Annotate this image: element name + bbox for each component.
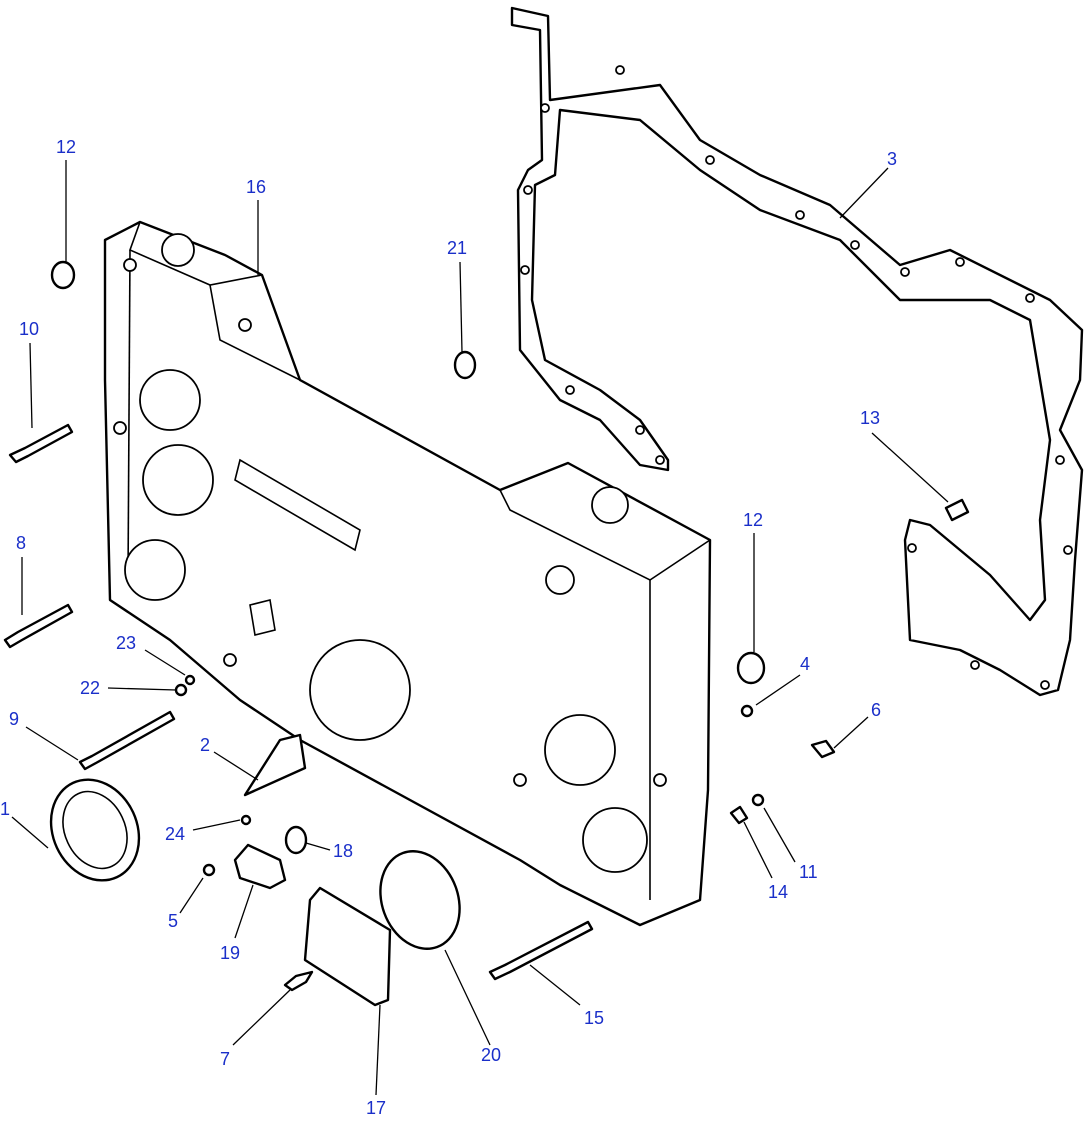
callout-12-left: 12 [56, 137, 76, 157]
callout-15: 15 [584, 1008, 604, 1028]
plug-part-18 [284, 825, 308, 855]
plug-part-21 [453, 350, 477, 380]
callout-7: 7 [220, 1049, 230, 1069]
bracket-part-2 [243, 733, 307, 797]
oil-seal-part-1 [49, 778, 141, 882]
callout-5: 5 [168, 911, 178, 931]
callout-4: 4 [800, 654, 810, 674]
callout-6: 6 [871, 700, 881, 720]
callout-24: 24 [165, 824, 185, 844]
bolt-part-14 [729, 805, 749, 825]
callout-16: 16 [246, 177, 266, 197]
callout-9: 9 [9, 709, 19, 729]
bolt-part-15 [488, 920, 594, 981]
dowel-part-13 [944, 498, 970, 522]
callout-17: 17 [366, 1098, 386, 1118]
bolt-part-10 [8, 423, 74, 464]
callout-19: 19 [220, 943, 240, 963]
callout-12-right: 12 [743, 510, 763, 530]
bolt-part-9 [78, 710, 176, 771]
callout-22: 22 [80, 678, 100, 698]
bolt-part-22 [174, 683, 188, 697]
access-cover-part-17 [303, 886, 392, 1007]
plug-part-12-left [50, 260, 76, 290]
bolt-part-8 [3, 603, 74, 649]
callout-21: 21 [447, 238, 467, 258]
cover-plate-part-19 [233, 843, 287, 890]
gasket-disc-part-20 [379, 850, 461, 950]
callout-2: 2 [200, 735, 210, 755]
callout-labels: 12 16 21 3 10 13 8 12 23 22 4 6 9 2 1 24… [0, 137, 897, 1118]
callout-23: 23 [116, 633, 136, 653]
callout-10: 10 [19, 319, 39, 339]
bolt-part-7 [283, 970, 314, 992]
plug-part-12-right [736, 651, 766, 685]
callout-8: 8 [16, 533, 26, 553]
washer-part-23 [184, 674, 196, 686]
callout-1: 1 [0, 799, 10, 819]
leader-lines [11, 160, 949, 1096]
callout-11: 11 [799, 862, 818, 882]
o-ring-part-4 [740, 704, 754, 718]
callout-20: 20 [481, 1045, 501, 1065]
front-cover-part-16 [103, 220, 712, 927]
callout-13: 13 [860, 408, 880, 428]
washer-part-11 [751, 793, 765, 807]
callout-14: 14 [768, 882, 788, 902]
callout-18: 18 [333, 841, 353, 861]
bolt-part-6 [810, 739, 836, 759]
washer-part-24 [240, 814, 252, 826]
gasket-part-3 [510, 6, 1084, 697]
callout-3: 3 [887, 149, 897, 169]
bolt-part-5 [202, 863, 216, 877]
